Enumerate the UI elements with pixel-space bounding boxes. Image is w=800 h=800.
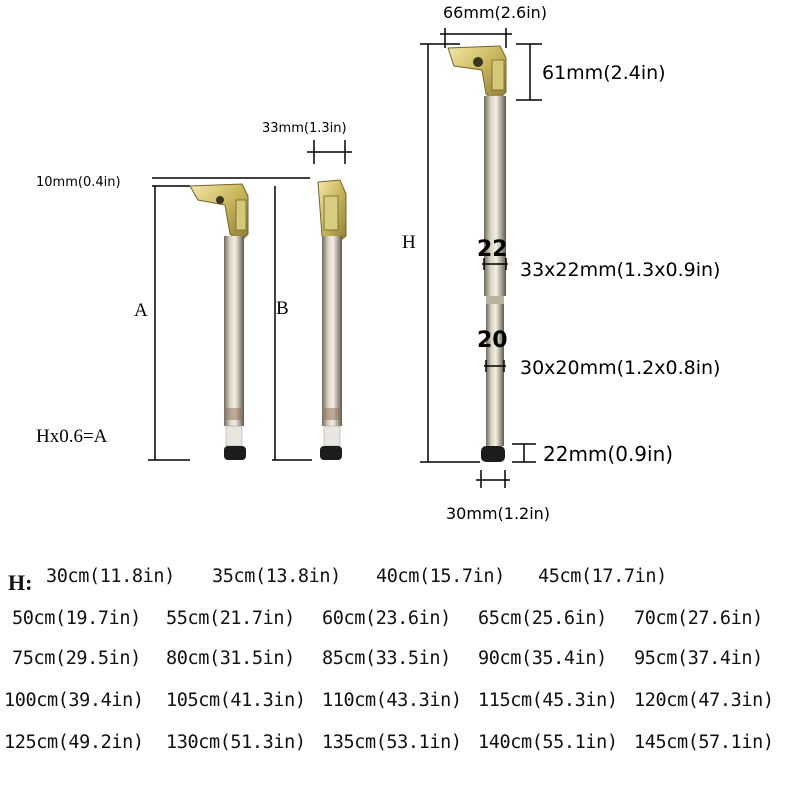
size-option: 75cm(29.5in) [12, 648, 141, 669]
size-option: 115cm(45.3in) [478, 690, 618, 711]
size-option: 55cm(21.7in) [166, 608, 295, 629]
size-row: 75cm(29.5in) 80cm(31.5in) 85cm(33.5in) 9… [0, 648, 800, 682]
leg-h-upper-tube [484, 96, 506, 296]
size-option: 145cm(57.1in) [634, 732, 774, 753]
size-row: 125cm(49.2in) 130cm(51.3in) 135cm(53.1in… [0, 732, 800, 766]
height-options-list: H: 30cm(11.8in) 35cm(13.8in) 40cm(15.7in… [0, 560, 800, 800]
leg-diagram: 10mm(0.4in) A Hx0.6=A 33mm(1.3in) B 66mm… [36, 3, 720, 523]
size-option: 135cm(53.1in) [322, 732, 462, 753]
size-option: 50cm(19.7in) [12, 608, 141, 629]
size-option: 40cm(15.7in) [376, 566, 505, 587]
leg-h-bracket-height: 61mm(2.4in) [542, 62, 666, 84]
size-option: 130cm(51.3in) [166, 732, 306, 753]
leg-h-lower-tube-mark: 20 [477, 328, 508, 353]
size-option: 140cm(55.1in) [478, 732, 618, 753]
leg-h [420, 28, 542, 488]
size-option: 120cm(47.3in) [634, 690, 774, 711]
size-option: 30cm(11.8in) [46, 566, 175, 587]
leg-h-foot [481, 446, 505, 462]
leg-h-lower-tube [486, 296, 504, 446]
size-option: 70cm(27.6in) [634, 608, 763, 629]
leg-b-width-dimension: 33mm(1.3in) [262, 121, 347, 136]
leg-b-foot [320, 446, 342, 460]
leg-h-bracket-width: 66mm(2.6in) [443, 3, 547, 22]
leg-b [272, 140, 352, 461]
leg-h-upper-tube-size: 33x22mm(1.3x0.9in) [520, 259, 720, 281]
leg-h-label: H [402, 232, 416, 253]
leg-a-tube [224, 236, 244, 426]
size-option: 110cm(43.3in) [322, 690, 462, 711]
size-option: 85cm(33.5in) [322, 648, 451, 669]
size-option: 65cm(25.6in) [478, 608, 607, 629]
leg-a-foot [224, 446, 246, 460]
size-option: 125cm(49.2in) [4, 732, 144, 753]
size-row: 30cm(11.8in) 35cm(13.8in) 40cm(15.7in) 4… [0, 566, 800, 600]
size-option: 90cm(35.4in) [478, 648, 607, 669]
leg-h-foot-height: 22mm(0.9in) [543, 442, 673, 466]
leg-b-label: B [276, 298, 289, 319]
size-option: 105cm(41.3in) [166, 690, 306, 711]
size-row: 100cm(39.4in) 105cm(41.3in) 110cm(43.3in… [0, 690, 800, 724]
size-row: 50cm(19.7in) 55cm(21.7in) 60cm(23.6in) 6… [0, 608, 800, 642]
height-options-label: H: [8, 570, 33, 595]
leg-h-lower-tube-size: 30x20mm(1.2x0.8in) [520, 357, 720, 379]
leg-a [148, 177, 310, 461]
leg-h-upper-tube-mark: 22 [477, 237, 508, 262]
leg-a-formula: Hx0.6=A [36, 426, 108, 447]
size-option: 35cm(13.8in) [212, 566, 341, 587]
leg-a-label: A [134, 300, 148, 321]
size-option: 100cm(39.4in) [4, 690, 144, 711]
size-option: 80cm(31.5in) [166, 648, 295, 669]
size-option: 45cm(17.7in) [538, 566, 667, 587]
size-option: 95cm(37.4in) [634, 648, 763, 669]
leg-h-foot-width: 30mm(1.2in) [446, 504, 550, 523]
size-option: 60cm(23.6in) [322, 608, 451, 629]
leg-b-tube [322, 236, 342, 426]
leg-a-top-dimension: 10mm(0.4in) [36, 175, 121, 190]
